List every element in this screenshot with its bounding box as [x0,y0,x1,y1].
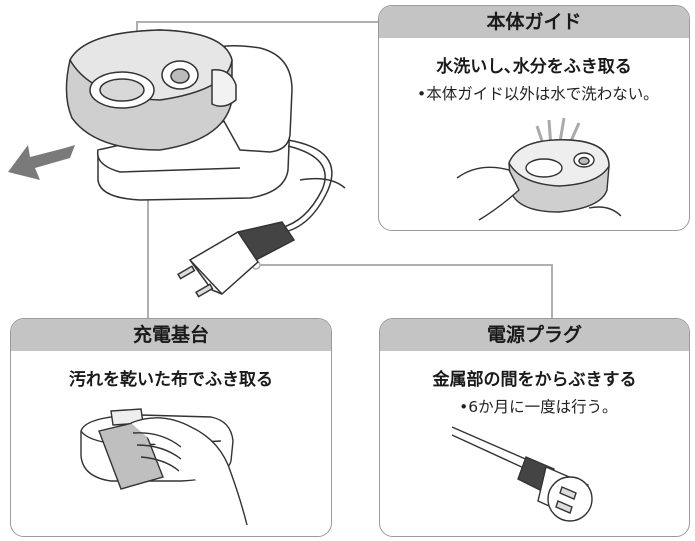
power-plug-drawing [177,221,296,298]
power-plug-panel: 電源プラグ 金属部の間をからぶきする •6か月に一度は行う｡ [379,318,690,537]
washing-guide-illustration [456,117,622,221]
charging-base-title: 汚れを乾いた布でふき取る [69,370,273,390]
cloth-icon [98,420,164,490]
body-guide-note: •本体ガイド以外は水で洗わない｡ [417,85,651,103]
wiping-base-illustration [80,408,248,526]
charging-base-header: 充電基台 [11,319,331,351]
power-plug-title: 金属部の間をからぶきする [432,370,637,390]
device-body-drawing [65,29,293,153]
body-guide-header: 本体ガイド [379,6,689,38]
body-guide-panel: 本体ガイド 水洗いし､水分をふき取る •本体ガイド以外は水で洗わない｡ [378,5,690,231]
remove-direction-arrow [8,145,75,180]
plug-cleaning-illustration [451,426,593,522]
power-plug-header: 電源プラグ [380,319,689,351]
charging-base-panel: 充電基台 汚れを乾いた布でふき取る [10,318,332,537]
power-plug-note: •6か月に一度は行う｡ [459,398,610,416]
power-cord-drawing [279,139,346,233]
body-guide-title: 水洗いし､水分をふき取る [436,57,632,77]
